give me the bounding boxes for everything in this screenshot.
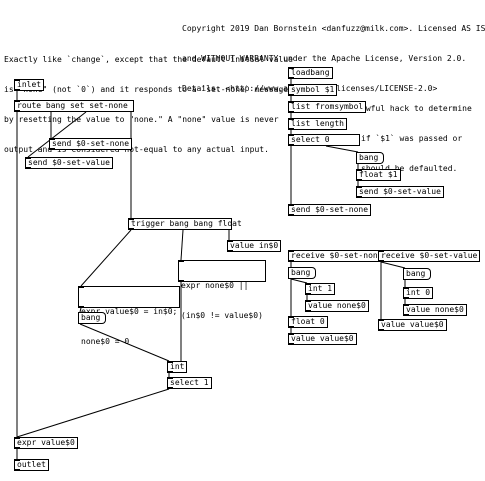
inlet-object[interactable]: inlet — [14, 79, 45, 91]
description-line-2: is "none" (not `0`) and it responds to a… — [4, 85, 289, 94]
wire[interactable] — [27, 111, 87, 158]
expr-not-equal-line-1: expr none$0 || — [181, 281, 249, 290]
select-0-object[interactable]: select 0 — [288, 134, 360, 146]
wire[interactable] — [80, 229, 132, 287]
select-1-object[interactable]: select 1 — [167, 377, 212, 389]
list-fromsymbol-object[interactable]: list fromsymbol — [288, 101, 367, 113]
value-none-set-none-object[interactable]: value none$0 — [305, 300, 369, 312]
int-object[interactable]: int — [167, 361, 188, 373]
hack-line-1: Awful hack to determine — [361, 104, 472, 113]
bang-loadbang-message[interactable]: bang — [356, 152, 385, 164]
symbol-1-object[interactable]: symbol $1 — [288, 84, 338, 96]
value-value-set-value-object[interactable]: value value$0 — [378, 319, 447, 331]
wire[interactable] — [290, 278, 308, 284]
hack-line-2: if `$1` was passed or — [361, 134, 463, 143]
hack-line-3: should be defaulted. — [361, 164, 458, 173]
expr-not-equal-object[interactable]: expr none$0 || (in$0 != value$0) — [178, 260, 266, 320]
description-line-3: by resetting the value to "none." A "non… — [4, 115, 279, 124]
bang-message[interactable]: bang — [78, 312, 107, 324]
value-in-object[interactable]: value in$0 — [227, 240, 282, 252]
receive-set-none-object[interactable]: receive $0-set-none — [288, 250, 386, 262]
description-line-4: output and is considered not-equal to an… — [4, 145, 269, 154]
float-1-object[interactable]: float $1 — [356, 169, 401, 181]
trigger-object[interactable]: trigger bang bang float — [128, 218, 242, 230]
license-line-1: Copyright 2019 Dan Bornstein <danfuzz@mi… — [182, 24, 485, 33]
send-set-none-loadbang-object[interactable]: send $0-set-none — [288, 204, 372, 216]
description-line-1: Exactly like `change`, except that the d… — [4, 55, 293, 64]
expr-set-object[interactable]: expr value$0 = in$0; none$0 = 0 — [78, 286, 181, 346]
expr-not-equal-line-2: (in$0 != value$0) — [181, 311, 263, 320]
route-object[interactable]: route bang set set-none — [14, 100, 134, 112]
patch-wires — [16, 79, 406, 459]
wire[interactable] — [79, 323, 170, 362]
int-0-object[interactable]: int 0 — [403, 287, 434, 299]
receive-set-value-object[interactable]: receive $0-set-value — [378, 250, 481, 262]
wire[interactable] — [79, 307, 82, 313]
bang-set-none-message[interactable]: bang — [288, 267, 317, 279]
send-set-value-loadbang-object[interactable]: send $0-set-value — [356, 186, 444, 198]
int-1-object[interactable]: int 1 — [305, 283, 336, 295]
outlet-object[interactable]: outlet — [14, 459, 49, 471]
list-length-object[interactable]: list length — [288, 118, 347, 130]
wire[interactable] — [325, 145, 359, 153]
send-set-value-object[interactable]: send $0-set-value — [25, 157, 113, 169]
bang-set-value-message[interactable]: bang — [403, 268, 432, 280]
float-0-object[interactable]: float 0 — [288, 316, 328, 328]
send-set-none-object[interactable]: send $0-set-none — [49, 138, 133, 150]
license-line-2: and WITHOUT WARRANTY under the Apache Li… — [182, 54, 467, 63]
value-none-set-value-object[interactable]: value none$0 — [403, 304, 467, 316]
expr-set-line-2: none$0 = 0 — [81, 337, 130, 346]
expr-set-line-1: expr value$0 = in$0; — [81, 307, 178, 316]
hack-comment: Awful hack to determine if `$1` was pass… — [361, 84, 472, 194]
expr-value-object[interactable]: expr value$0 — [14, 437, 78, 449]
loadbang-object[interactable]: loadbang — [288, 67, 333, 79]
wire[interactable] — [180, 229, 184, 261]
wire[interactable] — [16, 388, 170, 438]
wire[interactable] — [380, 261, 406, 269]
value-value-set-none-object[interactable]: value value$0 — [288, 333, 357, 345]
